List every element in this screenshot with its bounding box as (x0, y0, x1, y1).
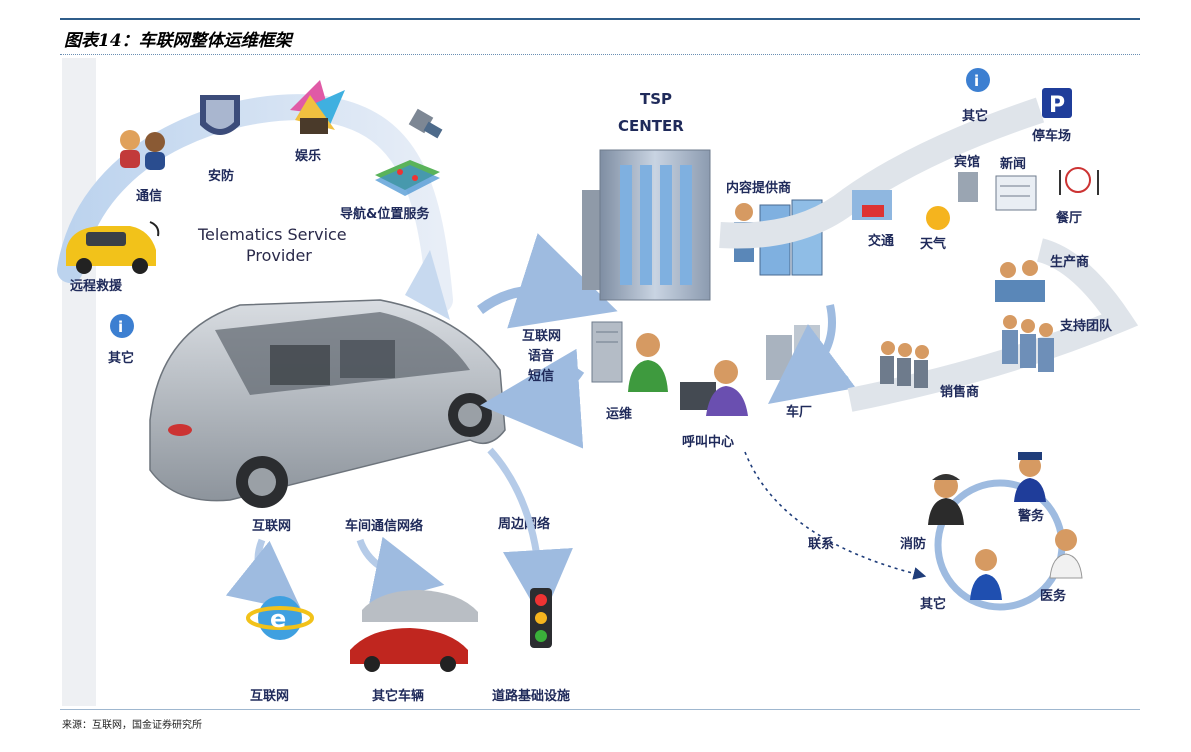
emergency-qita-label: 其它 (920, 596, 946, 612)
entertainment-icon (290, 80, 345, 134)
manufacturer-icon (995, 260, 1045, 302)
ops-yunwei-label: 运维 (606, 406, 632, 422)
left-margin-band (62, 58, 96, 706)
support-team-icon (1002, 315, 1054, 372)
person-icon (970, 549, 1002, 600)
target-daolu-label: 道路基础设施 (492, 688, 570, 704)
title-divider (60, 54, 1140, 55)
police-icon (1014, 452, 1046, 502)
hotel-icon (958, 172, 978, 202)
news-icon (995, 175, 1037, 211)
map-icon (375, 160, 440, 196)
content-xinwen-label: 新闻 (1000, 156, 1026, 172)
traffic-icon (852, 190, 892, 220)
link-voice-label: 语音 (528, 348, 554, 364)
content-binguan-label: 宾馆 (954, 154, 980, 170)
arc-arrowhead (405, 250, 450, 320)
content-canting-label: 餐厅 (1055, 210, 1082, 226)
callcenter-icon (680, 360, 748, 416)
rescue-car-icon (66, 221, 160, 274)
dealer-icon (880, 341, 929, 388)
partner-xiaoshou-label: 销售商 (940, 384, 979, 400)
service-tongxin-label: 通信 (136, 188, 162, 204)
server-icon (591, 321, 623, 383)
main-car-image (149, 299, 506, 508)
tsp-center-line1: TSP (640, 90, 672, 108)
emergency-yiwu-label: 医务 (1040, 588, 1067, 604)
ops-hujiao-label: 呼叫中心 (682, 434, 734, 450)
link-sms-label: 短信 (528, 368, 554, 384)
content-tingche-label: 停车场 (1032, 128, 1071, 144)
service-yule-label: 娱乐 (295, 148, 321, 164)
ops-lianxi-label: 联系 (808, 536, 834, 552)
ops-chechang-label: 车厂 (786, 404, 812, 420)
figure-title: 图表14：车联网整体运维框架 (64, 31, 292, 51)
emergency-jingwu-label: 警务 (1018, 508, 1045, 524)
svg-text:e: e (270, 605, 286, 633)
other-vehicles-icon (350, 590, 478, 672)
partner-zhichi-label: 支持团队 (1059, 318, 1113, 334)
svg-text:P: P (1049, 93, 1065, 118)
factory-arrow (768, 304, 857, 405)
ops-neirong-label: 内容提供商 (726, 180, 791, 196)
provider-line2: Provider (246, 246, 312, 265)
network-zhoubian-label: 周边网络 (498, 516, 550, 532)
info-icon: i (110, 314, 134, 338)
svg-text:i: i (974, 72, 979, 90)
traffic-light-icon (530, 588, 552, 648)
network-arrow-vehicle (356, 536, 445, 606)
contact-arrow (744, 451, 927, 580)
content-tianqi-label: 天气 (920, 236, 946, 252)
network-arrow-road (487, 447, 573, 620)
satellite-icon (408, 108, 443, 139)
tsp-center-line2: CENTER (618, 117, 684, 135)
downlink-arrow (480, 348, 585, 449)
weather-icon (926, 206, 950, 230)
shield-icon (200, 95, 240, 135)
link-internet-label: 互联网 (522, 329, 561, 344)
ie-globe-icon: e (246, 596, 314, 640)
service-daohang-label: 导航&位置服务 (340, 206, 430, 222)
service-anfang-label: 安防 (208, 168, 234, 184)
service-qita-label: 其它 (108, 350, 134, 366)
tsp-building-icon (582, 149, 711, 301)
provider-line1: Telematics Service (197, 225, 347, 244)
network-arrow-internet (225, 538, 303, 612)
info-icon-top: i (966, 68, 990, 92)
tongxin-icon (120, 130, 165, 170)
target-hulianwang-label: 互联网 (250, 689, 289, 704)
network-hulianwang-label: 互联网 (252, 519, 291, 534)
firefighter-icon (928, 474, 964, 525)
parking-icon: P (1042, 88, 1072, 118)
footer-divider (60, 709, 1140, 710)
target-qita-cheliang-label: 其它车辆 (372, 688, 424, 704)
content-qita-label: 其它 (962, 108, 988, 124)
partner-shengchan-label: 生产商 (1050, 254, 1089, 270)
svg-text:i: i (118, 318, 123, 336)
ops-person-icon (628, 333, 668, 392)
network-chejian-label: 车间通信网络 (345, 518, 423, 534)
figure-header: 图表14：车联网整体运维框架 (60, 18, 1140, 58)
factory-icon (766, 325, 849, 390)
doctor-icon (1049, 529, 1083, 579)
source-note: 来源：互联网，国金证券研究所 (62, 720, 202, 731)
restaurant-icon (1059, 167, 1099, 195)
content-jiaotong-label: 交通 (868, 233, 894, 249)
service-yuancheng-label: 远程救援 (70, 278, 123, 294)
emergency-xiaofang-label: 消防 (900, 536, 926, 552)
uplink-arrow (477, 233, 618, 329)
